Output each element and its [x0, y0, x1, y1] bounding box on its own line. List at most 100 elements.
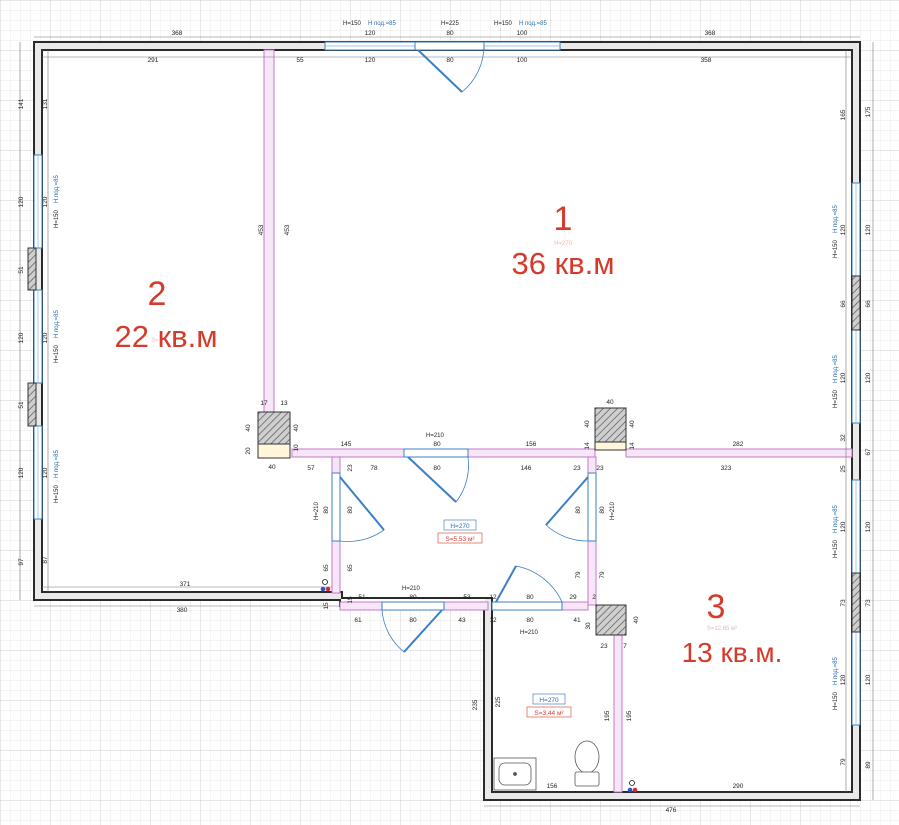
dimension-numbers: 368 120 80 100 368 291 55 120 80 100 358… [18, 30, 872, 814]
window-left-1-height: H=150 [54, 209, 60, 228]
dim-lower-bottom: 80 [409, 617, 417, 624]
dim-corridor-top: 40 [584, 420, 591, 428]
dim-left-inner: 120 [42, 196, 49, 207]
dim-bath: 156 [547, 783, 558, 790]
dim-hall-right: 80 [575, 506, 582, 514]
window-top-1-sill: H под.=85 [368, 21, 396, 27]
room-3-number: 3 [707, 588, 726, 626]
window-right-4-sill: H под.=85 [833, 657, 839, 685]
hall-height: H=270 [450, 523, 470, 530]
window-left-3-height: H=150 [54, 484, 60, 503]
dim-top-inner: 100 [517, 57, 528, 64]
dim-lower-bottom: 12 [489, 617, 497, 624]
room-3-area: 13 кв.м. [682, 637, 783, 668]
dim-right-outer: 89 [865, 761, 872, 769]
dimension-lines [19, 36, 874, 807]
dim-left-inner: 120 [42, 332, 49, 343]
dim-left-inner: 131 [42, 98, 49, 109]
dim-corridor-top: 156 [526, 441, 537, 448]
room-3-label: 3 S=12,65 м² 13 кв.м. [682, 588, 783, 668]
bath-area: S=3,44 м² [534, 710, 564, 717]
bath-height: H=270 [539, 697, 559, 704]
dim-partition: 13 [280, 400, 288, 407]
dim-corridor-top: 80 [433, 441, 441, 448]
dim-left-outer: 120 [18, 196, 25, 207]
dim-right-inner: 120 [840, 224, 847, 235]
window-top-2-height: H=150 [494, 21, 513, 27]
pillars [257, 407, 627, 636]
hatched-piers [27, 247, 861, 633]
window-top-1-height: H=150 [343, 21, 362, 27]
dim-bottom-room2: 15 [323, 602, 330, 610]
dim-corridor-top: 282 [733, 441, 744, 448]
dim-right-outer: 67 [865, 448, 872, 456]
dim-bottom-room2: 380 [177, 607, 188, 614]
room-2-faint-tag: S= [151, 338, 159, 344]
dim-hall-right: 79 [599, 571, 606, 579]
dim-lower-top: 80 [526, 594, 534, 601]
dim-left-outer: 51 [18, 266, 25, 274]
window-glass-lines [37, 45, 857, 725]
dim-right-inner: 79 [840, 758, 847, 766]
window-right-2-sill: H под.=85 [833, 355, 839, 383]
dim-right-outer: 120 [865, 224, 872, 235]
dim-right-inner: 120 [840, 521, 847, 532]
dim-corridor-bottom: 80 [433, 465, 441, 472]
dim-hall-left: 80 [347, 506, 354, 514]
dim-partition: 40 [268, 464, 276, 471]
dim-bottom-room2: 371 [180, 581, 191, 588]
interior-fill [40, 48, 852, 792]
dim-bath: 195 [626, 710, 633, 721]
dim-right-inner: 120 [840, 674, 847, 685]
dim-corridor-top: 40 [629, 420, 636, 428]
dim-top-inner: 120 [365, 57, 376, 64]
dim-hall-left: 65 [323, 564, 330, 572]
dim-right-inner: 73 [840, 599, 847, 607]
window-left-3-sill: H под.=85 [54, 450, 60, 478]
door-hall-right-height: H=210 [610, 501, 616, 520]
room-2-label: 2 S= 22 кв.м [114, 275, 217, 354]
dim-corridor-top: 145 [341, 441, 352, 448]
dim-lower-top: 80 [409, 594, 417, 601]
dim-partition: 20 [245, 447, 252, 455]
dim-hall-left: 65 [347, 564, 354, 572]
dim-left-outer: 120 [18, 332, 25, 343]
interior-doors [331, 448, 597, 653]
dim-lower-bottom: 41 [573, 617, 581, 624]
dim-partition: 40 [293, 424, 300, 432]
dim-corridor-bottom: 23 [596, 465, 604, 472]
dim-left-outer: 97 [18, 558, 25, 566]
dim-right-inner: 120 [840, 372, 847, 383]
dim-bath: 225 [495, 696, 502, 707]
dim-left-inner: 87 [42, 556, 49, 564]
window-left-1-sill: H под.=85 [54, 175, 60, 203]
dim-corridor-bottom: 78 [370, 465, 378, 472]
utility-markers [320, 579, 638, 793]
dim-right-outer: 120 [865, 674, 872, 685]
dim-top-outer: 80 [446, 30, 454, 37]
door-lower-left-height: H=210 [402, 586, 421, 592]
window-right-1-sill: H под.=85 [833, 205, 839, 233]
dim-hall-right: 79 [575, 571, 582, 579]
dim-left-outer: 120 [18, 467, 25, 478]
hall-area: S=5,53 м² [445, 536, 475, 543]
dim-partition: 453 [258, 224, 265, 235]
sink-icon [493, 757, 537, 791]
window-left-2-sill: H под.=85 [54, 310, 60, 338]
dim-bath: 290 [733, 783, 744, 790]
dim-bath: 7 [623, 643, 627, 650]
dim-corridor-bottom: 23 [573, 465, 581, 472]
dim-bath: 195 [604, 710, 611, 721]
dim-lower-top: 53 [463, 594, 471, 601]
window-right-4-height: H=150 [833, 691, 839, 710]
hall-tag: H=270 S=5,53 м² [437, 519, 483, 544]
dim-corridor-bottom: 23 [347, 464, 354, 472]
dim-corridor-bottom: 323 [721, 465, 732, 472]
balcony-door-height: H=225 [441, 21, 460, 27]
door-bath-height: H=210 [520, 630, 539, 636]
dim-lower-bottom: 40 [633, 616, 640, 624]
dim-lower-top: 51 [358, 594, 366, 601]
room-1-faint-tag: H=270 [554, 241, 573, 247]
dim-lower-top: 29 [569, 594, 577, 601]
